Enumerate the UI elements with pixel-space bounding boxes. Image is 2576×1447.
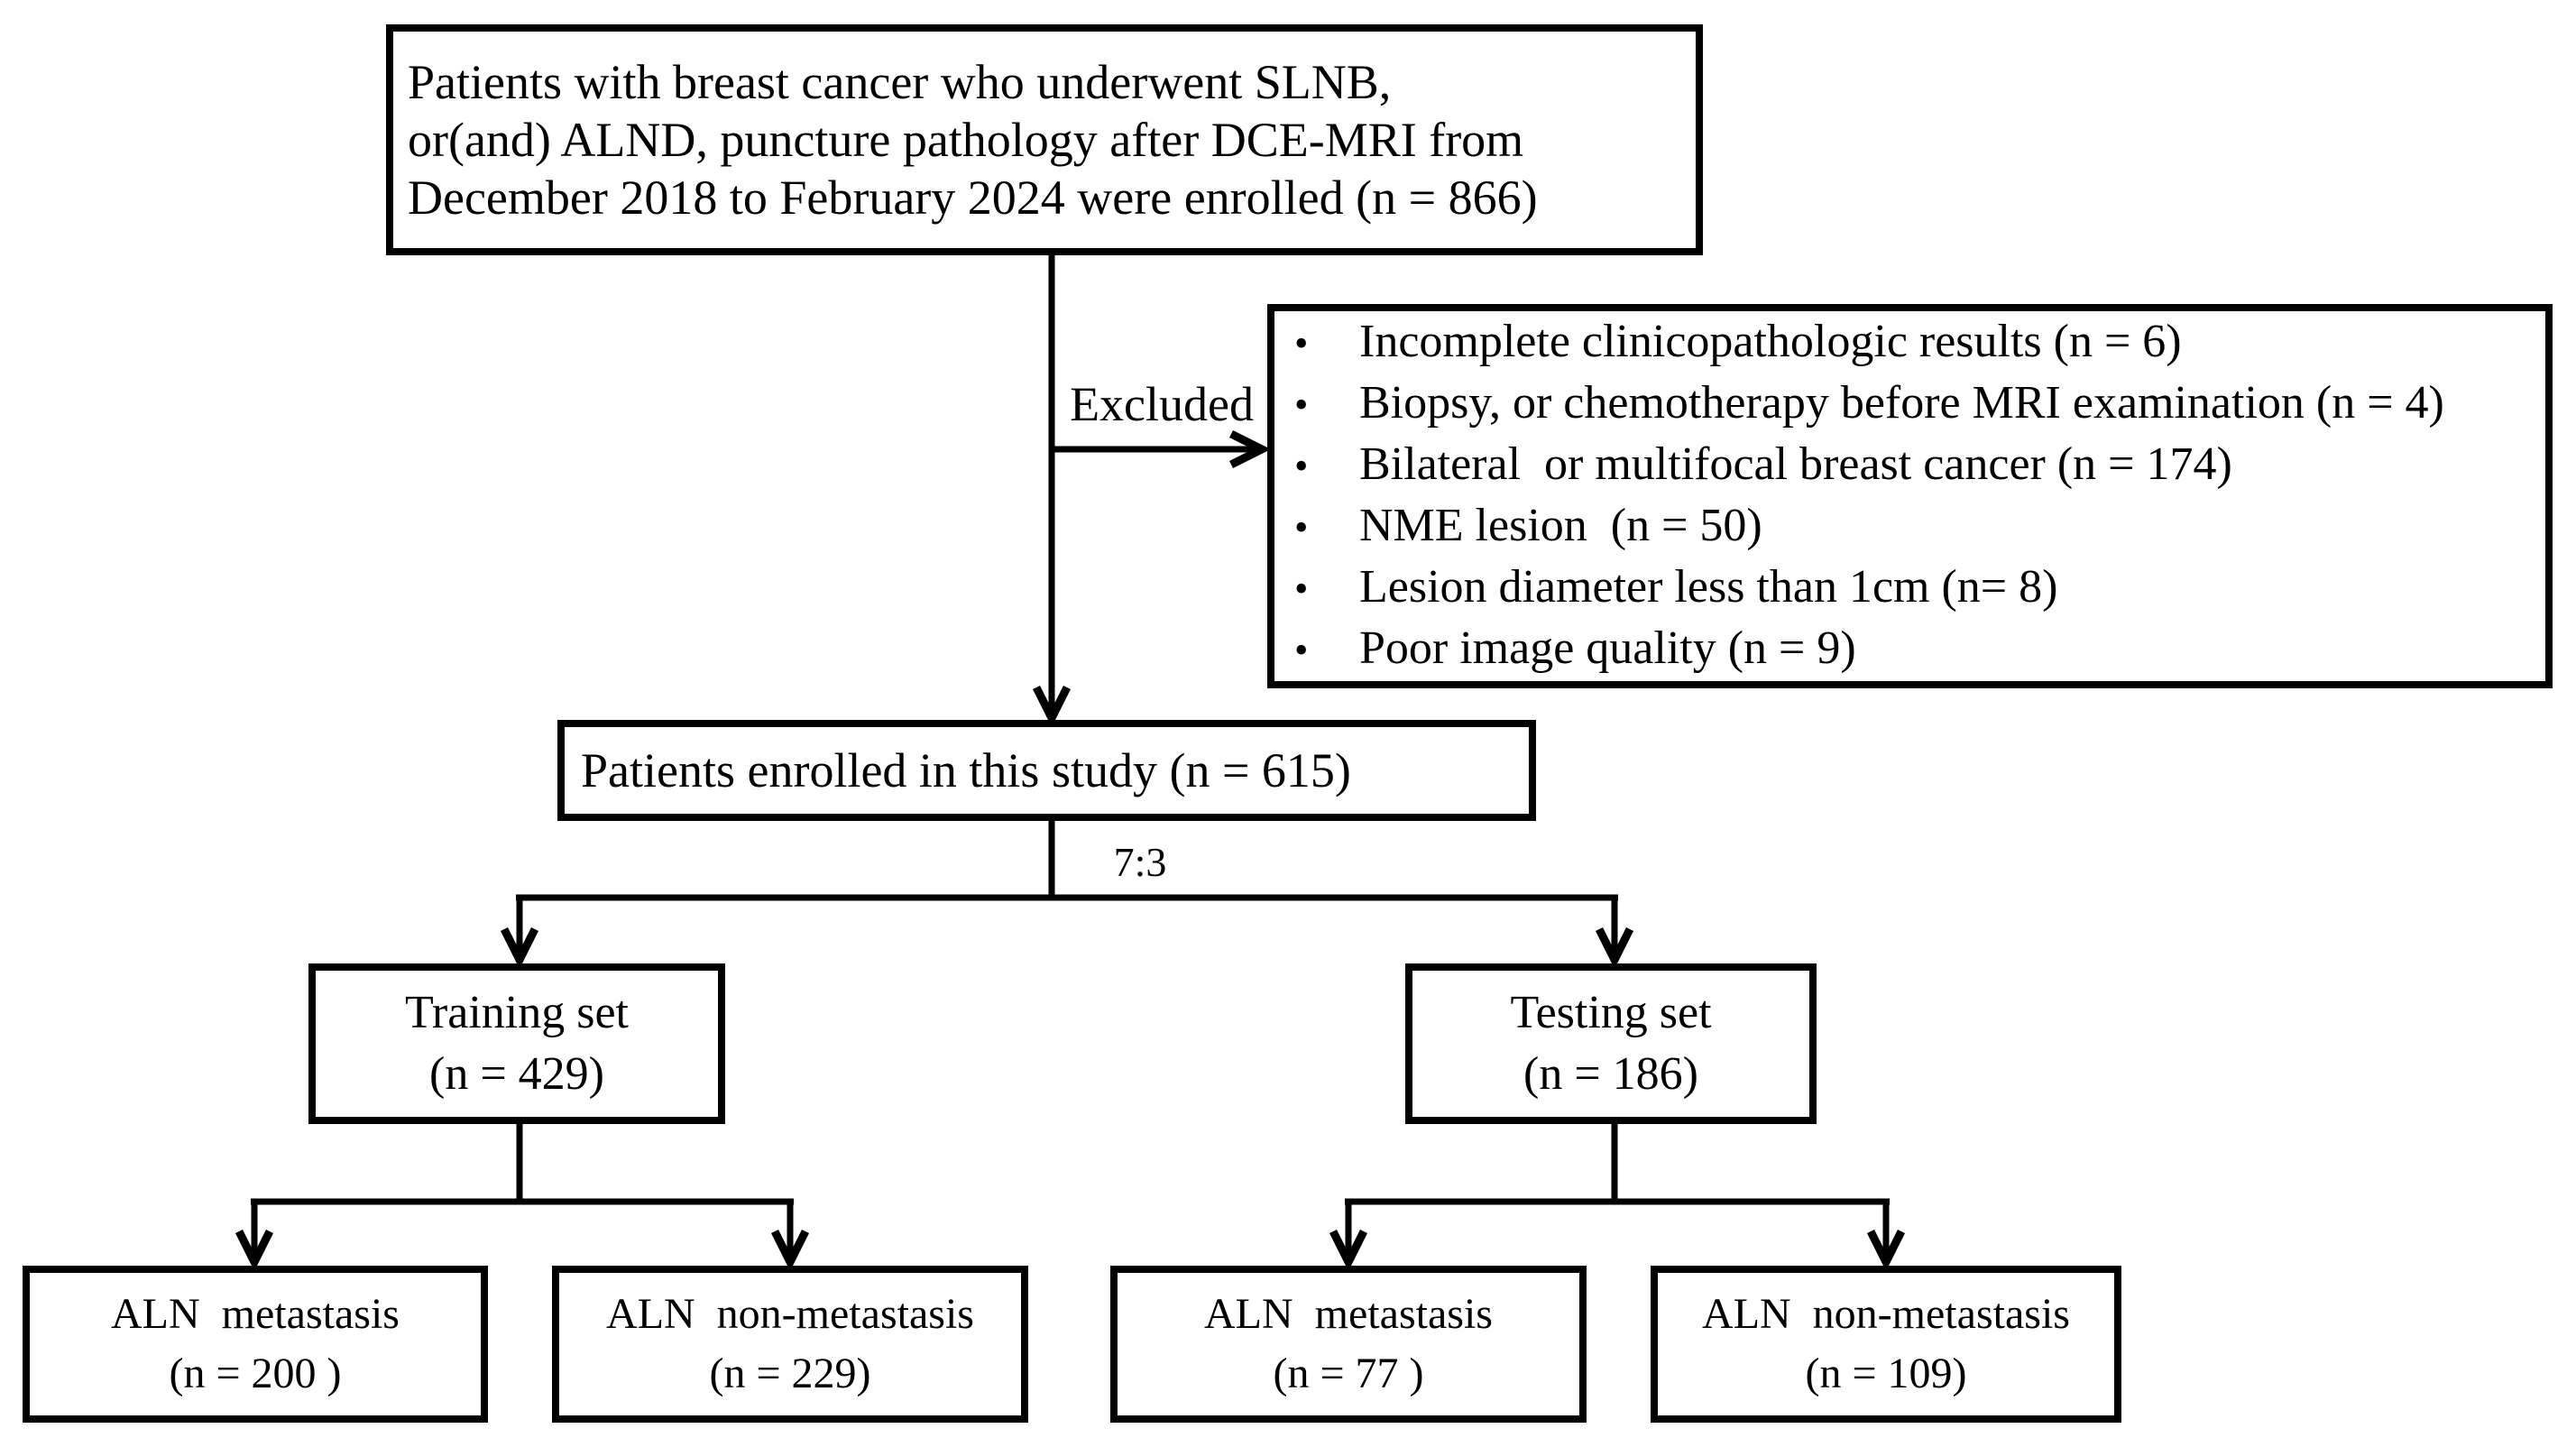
eligible-text-line3: December 2018 to February 2024 were enro… — [408, 171, 1538, 225]
exclusion-item-text: Bilateral or multifocal breast cancer (n… — [1359, 438, 2232, 490]
arrowhead-down-training-icon — [500, 926, 539, 970]
arrowhead-down-train-nonmetastasis-icon — [770, 1229, 810, 1272]
box-testing-aln-metastasis: ALN metastasis (n = 77 ) — [1110, 1266, 1587, 1423]
eligible-text-line1: Patients with breast cancer who underwen… — [408, 55, 1392, 109]
bullet-icon: • — [1294, 505, 1309, 549]
aln-box-count: (n = 229) — [709, 1350, 871, 1397]
aln-box-title: ALN non-metastasis — [606, 1290, 974, 1338]
exclusion-item-text: Incomplete clinicopathologic results (n … — [1359, 316, 2182, 367]
aln-box-count: (n = 200 ) — [169, 1350, 342, 1397]
aln-box-title: ALN metastasis — [1204, 1290, 1493, 1338]
aln-box-count: (n = 109) — [1805, 1350, 1967, 1397]
enrolled-text: Patients enrolled in this study (n = 615… — [581, 743, 1351, 797]
exclusion-item: • NME lesion (n = 50) — [1294, 496, 2545, 558]
box-testing-aln-non-metastasis: ALN non-metastasis (n = 109) — [1651, 1266, 2121, 1423]
testing-set-title: Testing set — [1510, 987, 1712, 1038]
training-set-count: (n = 429) — [429, 1048, 604, 1100]
exclusion-item-text: Poor image quality (n = 9) — [1359, 622, 1856, 674]
box-enrolled-patients: Patients enrolled in this study (n = 615… — [557, 720, 1536, 821]
aln-box-count: (n = 77 ) — [1273, 1350, 1424, 1397]
bullet-icon: • — [1294, 321, 1309, 365]
bullet-icon: • — [1294, 567, 1309, 611]
exclusion-item: • Bilateral or multifocal breast cancer … — [1294, 435, 2545, 496]
box-exclusion-criteria: • Incomplete clinicopathologic results (… — [1267, 304, 2553, 688]
exclusion-item: • Lesion diameter less than 1cm (n= 8) — [1294, 558, 2545, 619]
box-training-aln-metastasis: ALN metastasis (n = 200 ) — [23, 1266, 488, 1423]
exclusion-item-text: Biopsy, or chemotherapy before MRI exami… — [1359, 377, 2444, 429]
exclusion-item: • Biopsy, or chemotherapy before MRI exa… — [1294, 373, 2545, 435]
box-training-set: Training set (n = 429) — [308, 963, 725, 1124]
bullet-icon: • — [1294, 382, 1309, 427]
arrowhead-down-test-metastasis-icon — [1329, 1229, 1368, 1272]
arrowhead-down-train-metastasis-icon — [235, 1229, 274, 1272]
bullet-icon: • — [1294, 444, 1309, 488]
arrowhead-down-testing-icon — [1595, 926, 1634, 970]
aln-box-title: ALN non-metastasis — [1702, 1290, 2070, 1338]
arrowhead-down-test-nonmetastasis-icon — [1866, 1229, 1906, 1272]
eligible-text-line2: or(and) ALND, puncture pathology after D… — [408, 113, 1524, 167]
bullet-icon: • — [1294, 628, 1309, 672]
testing-set-count: (n = 186) — [1523, 1048, 1698, 1100]
exclusion-item: • Incomplete clinicopathologic results (… — [1294, 312, 2545, 373]
exclusion-item: • Poor image quality (n = 9) — [1294, 619, 2545, 680]
box-eligible-patients: Patients with breast cancer who underwen… — [386, 24, 1703, 255]
box-training-aln-non-metastasis: ALN non-metastasis (n = 229) — [552, 1266, 1028, 1423]
box-testing-set: Testing set (n = 186) — [1405, 963, 1817, 1124]
aln-box-title: ALN metastasis — [111, 1290, 400, 1338]
arrowhead-down-enrolled-icon — [1032, 685, 1072, 728]
exclusion-item-text: Lesion diameter less than 1cm (n= 8) — [1359, 561, 2058, 613]
exclusion-item-text: NME lesion (n = 50) — [1359, 500, 1762, 551]
arrowhead-right-excluded-icon — [1228, 429, 1272, 469]
excluded-label: Excluded — [1070, 377, 1254, 431]
training-set-title: Training set — [405, 987, 629, 1038]
split-ratio-label: 7:3 — [1113, 839, 1167, 885]
